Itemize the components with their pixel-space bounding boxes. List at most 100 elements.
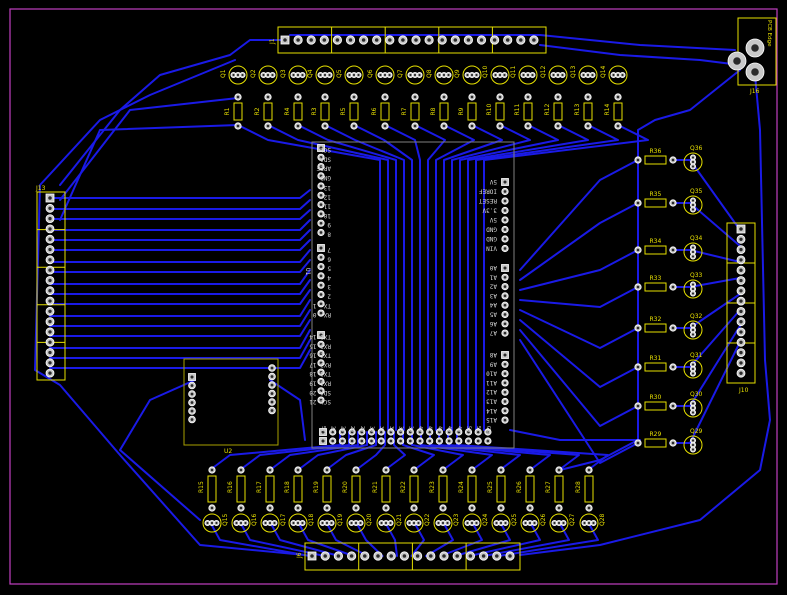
trace-bottom-to-j6-12 [483, 521, 570, 557]
transistor-bottom-Q16-pad-3-hole [244, 521, 247, 525]
u1-right-pin-label-16: A8 [489, 351, 497, 358]
trace-left-row-3 [49, 219, 311, 231]
trace-left-row-7 [49, 259, 311, 273]
j16-outline [737, 17, 777, 86]
j1-outline [277, 26, 547, 54]
u1-bottom-pin-label-26: 46 [446, 426, 452, 432]
resistor-right-R34-pad-2-hole [671, 248, 675, 252]
u1-left-pin-label-18: TX3 14 [309, 333, 331, 340]
trace-left-row-14 [49, 329, 311, 349]
trace-bottom-to-j6-10 [454, 521, 511, 557]
j10-pin-5-hole [739, 268, 743, 272]
transistor-bottom-Q28-pad-2-hole [587, 521, 591, 525]
transistor-right-Q35-pad-2-hole [691, 203, 695, 207]
transistor-right-Q32-outline [683, 320, 703, 340]
trace-right-to-j10-6 [669, 325, 741, 407]
transistor-bottom-Q23-pad-1-hole [437, 521, 440, 525]
trace-right-resistor-0 [519, 159, 639, 271]
resistor-bottom-R25-pad-2-hole [499, 506, 503, 510]
transistor-right-Q29-pad-1-hole [691, 439, 695, 442]
u1-right-pin-15-hole [503, 331, 507, 335]
u1-right-pin-21-hole [503, 400, 507, 403]
pad-layer [45, 35, 765, 561]
transistor-bottom-Q26-pad-1-hole [524, 521, 527, 525]
resistor-bottom-R22-pad-1-hole [412, 468, 416, 472]
resistor-bottom-R26-pad-1-hole [528, 468, 532, 472]
transistor-bottom-Q19-pad-3-hole [330, 521, 333, 525]
transistor-right-Q31-pad-2-hole [691, 367, 695, 371]
trace-right-to-j10-1 [669, 202, 741, 247]
u1-bottom-pin-bot-14-hole [457, 439, 461, 443]
j13-pin-6-hole [48, 247, 52, 252]
trace-top-left-1 [59, 39, 286, 186]
resistor-right-R34-label: R34 [650, 238, 662, 245]
resistor-bottom-R24-pad-1-hole [470, 468, 474, 472]
j6-pin-6-hole [376, 554, 380, 558]
resistor-bottom-R19-pad-2-hole [325, 506, 329, 510]
trace-bottom-to-j6-13 [497, 521, 599, 557]
u1-right-pin-label-12: A4 [489, 301, 497, 308]
trace-right-resistor-1 [519, 202, 639, 281]
transistor-right-Q35-outline [683, 195, 703, 215]
u2-right-pin-6-hole [270, 409, 274, 412]
transistor-right-Q30-pad-3-hole [691, 411, 695, 414]
u1-right-pin-0-hole [503, 180, 507, 184]
u1-right-pin-label-23: A15 [486, 416, 497, 423]
resistor-top-R2-pad-1-hole [266, 95, 270, 99]
transistor-top-Q13-label: Q13 [570, 65, 577, 78]
transistor-top-Q12-label: Q12 [540, 65, 547, 78]
trace-bottom-to-j6-8 [425, 521, 454, 557]
transistor-top-Q8-pad-2-hole [442, 73, 446, 77]
transistor-right-Q29-outline [683, 435, 703, 455]
u1-right-pin-1-hole [503, 190, 507, 193]
u2-left-pin-6-hole [190, 418, 194, 421]
resistor-bottom-R21-pad-2-hole [384, 506, 388, 510]
transistor-bottom-Q21-pad-3-hole [389, 521, 392, 525]
resistor-right-R33-pad-1-hole [636, 285, 640, 289]
j10-pin-14-hole [739, 361, 743, 365]
trace-bottom-to-j6-6 [384, 521, 398, 557]
resistor-bottom-R22-pad-2-hole [412, 506, 416, 510]
trace-left-row-8 [49, 269, 311, 285]
u1-left-pin-label-19: RX3 15 [309, 342, 331, 349]
transistor-right-Q34-pad-1-hole [691, 246, 695, 249]
resistor-right-R30-pad-2-hole [671, 404, 675, 408]
copper-traces [34, 34, 771, 557]
u1-bottom-pin-label-22: 42 [427, 426, 433, 432]
resistor-right-R32-pad-1-hole [636, 326, 640, 330]
j6-pin-12-hole [455, 554, 459, 558]
j10-pin-12-hole [739, 340, 743, 344]
trace-bottom-resistor-2 [269, 431, 359, 471]
u1-left-pin-15-hole [319, 293, 323, 296]
u2-outline [183, 358, 279, 446]
j1-pin-16-hole [479, 38, 484, 42]
resistor-bottom-R23-body [438, 475, 448, 503]
u1-bottom-pin-label-28: 48 [456, 426, 462, 432]
u1-right-pin-label-20: A12 [486, 388, 497, 395]
u1-left-pin-label-13: 4 [327, 274, 331, 281]
transistor-top-Q6-pad-3-hole [388, 73, 391, 77]
transistor-top-Q12-pad-2-hole [556, 73, 560, 77]
resistor-top-R10-body [495, 102, 505, 121]
j10-pin-13-hole [739, 350, 743, 355]
u1-bottom-pin-bot-15-hole [467, 439, 470, 443]
resistor-bottom-R28-label: R28 [575, 481, 582, 493]
j13-pin-1-hole [48, 196, 52, 200]
j1-pin-8-hole [374, 38, 379, 42]
u1-left-pin-label-11: 6 [327, 255, 331, 262]
transistor-right-Q36-pad-3-hole [691, 165, 695, 168]
u1-left-pin-25-hole [319, 398, 323, 402]
resistor-top-R10-label: R10 [486, 104, 493, 116]
j1-pin-20-hole [532, 38, 536, 42]
j10-pin-8-hole [739, 299, 743, 303]
transistor-bottom-Q18-outline [288, 513, 308, 533]
resistor-top-R3-pad-2-hole [323, 124, 327, 128]
resistor-bottom-R27-pad-2-hole [557, 506, 561, 510]
u1-left-pin-12-hole [319, 265, 323, 268]
u1-left-pin-22-hole [319, 370, 323, 374]
u1-bottom-pin-top-0-hole [321, 430, 325, 434]
transistor-bottom-Q17-pad-1-hole [264, 521, 267, 525]
u2-right-pin-3-hole [270, 383, 274, 387]
transistor-right-Q31-pad-1-hole [691, 363, 695, 366]
